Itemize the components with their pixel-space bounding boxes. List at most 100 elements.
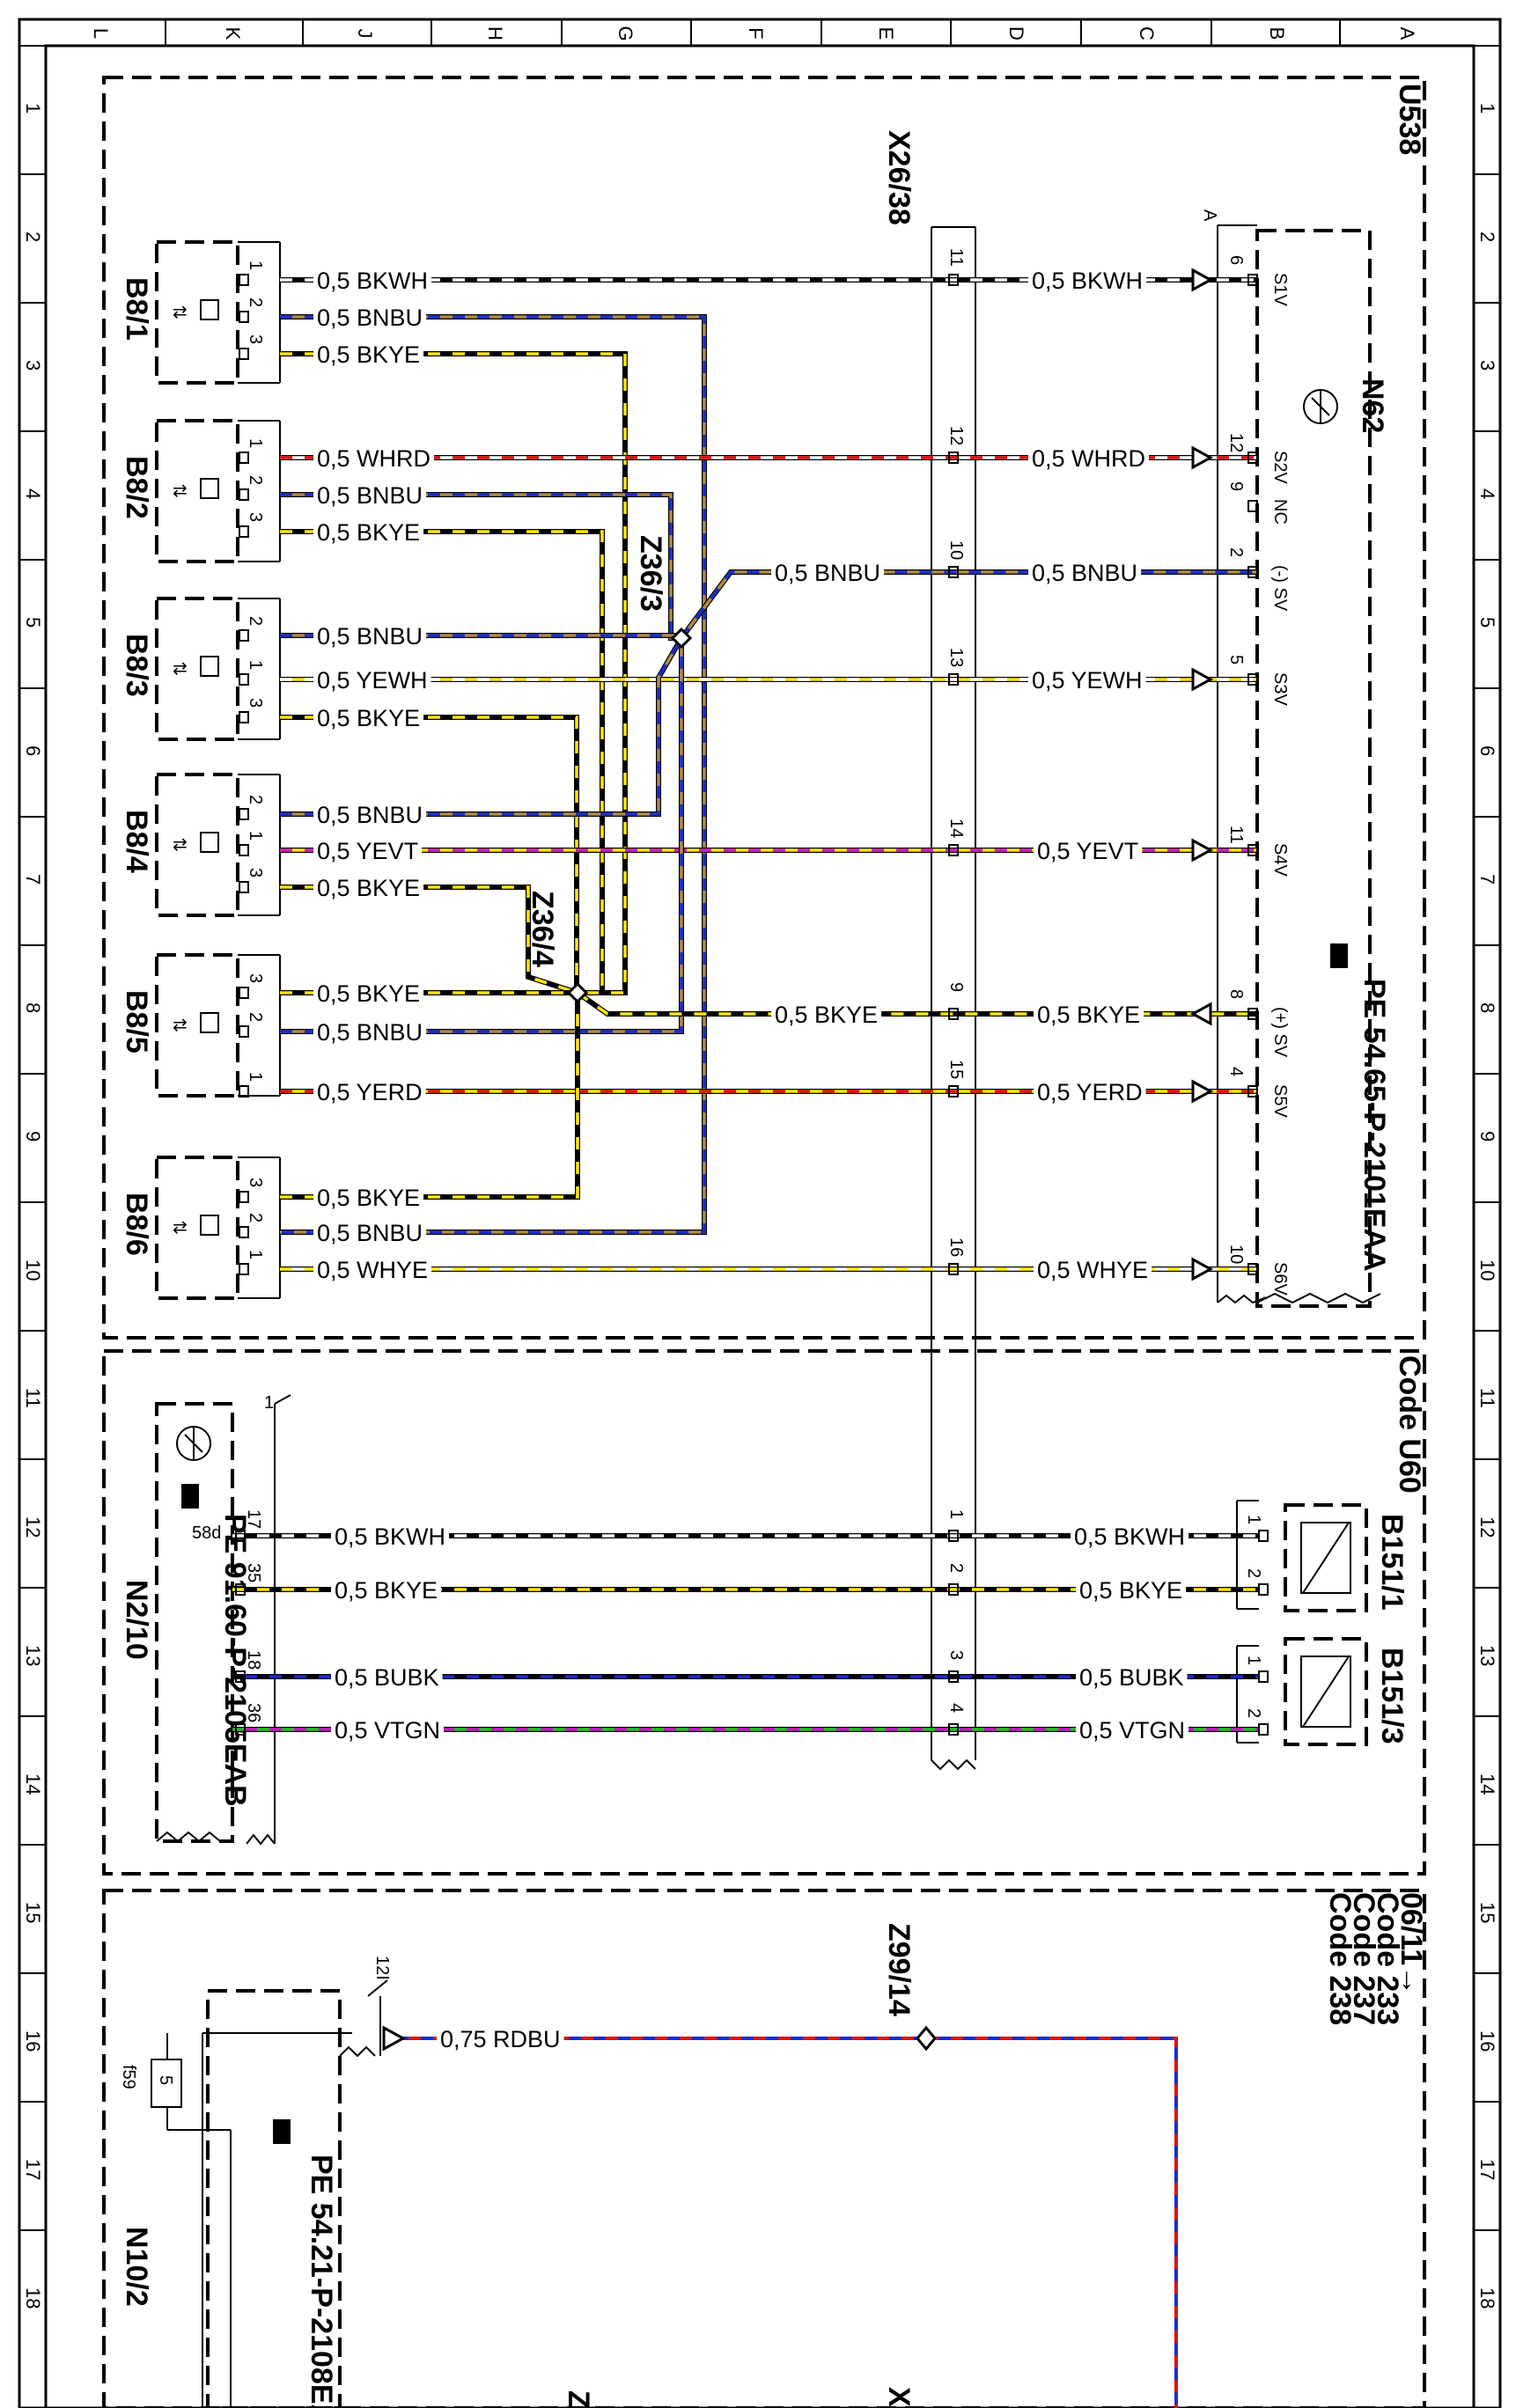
outer-frame xyxy=(18,18,1502,2408)
wire-label: 0,5 BKYE xyxy=(317,875,420,901)
reference-hand-icon xyxy=(181,1484,199,1509)
wire-label: 0,5 BKWH xyxy=(335,1523,445,1550)
row-number: 6 xyxy=(1476,745,1498,756)
wire-label-bg xyxy=(313,306,427,331)
col-letter: K xyxy=(222,27,244,40)
pin-number: 2 xyxy=(246,1213,265,1222)
col-letter: C xyxy=(1136,26,1158,40)
pin-socket xyxy=(1247,673,1258,686)
section-code-237: Code 237 xyxy=(1347,1892,1380,2025)
n2-10-module: 1 PE 91.60-P-2105EAB N2/10 58d xyxy=(120,1393,291,1846)
x26-pin-number: 10 xyxy=(946,540,966,560)
wire-label: 0,5 BKYE xyxy=(1079,1577,1182,1604)
wire-label-bg xyxy=(1028,562,1142,586)
sensor-label: B8/3 xyxy=(120,634,153,697)
b151-3-sensor: B151/3 xyxy=(1236,1637,1409,1746)
pin-socket xyxy=(948,1670,959,1683)
section-title-u538: U538 xyxy=(1393,84,1426,155)
wire-label: 0,5 BKYE xyxy=(317,519,420,546)
pin-socket xyxy=(948,274,959,286)
sensor-label: B8/1 xyxy=(120,277,153,341)
row-number: 18 xyxy=(22,2287,44,2309)
wire-label: 0,5 BKYE xyxy=(317,1185,420,1211)
n62-ref: PE 54.65-P-2101EAA xyxy=(1358,979,1391,1272)
wire-rdbu-base xyxy=(396,2037,1178,2408)
arrow-icon xyxy=(1191,268,1214,292)
wire-label-bg xyxy=(313,521,424,546)
x2-label: X2 xyxy=(882,2387,916,2408)
pin-number: 3 xyxy=(246,512,265,522)
wire-label-bg xyxy=(313,840,423,864)
b151-3-label: B151/3 xyxy=(1375,1648,1409,1744)
section-title-u60: Code U60 xyxy=(1393,1355,1426,1494)
transistor-icon xyxy=(1303,389,1338,424)
pin-number: 3 xyxy=(246,1178,265,1187)
wire-label-bg xyxy=(1028,669,1146,694)
row-number: 11 xyxy=(1476,1388,1498,1408)
n2-10-pin-number: 36 xyxy=(244,1703,263,1722)
wire-label: 0,5 BKYE xyxy=(775,1002,878,1028)
sensor-arrows-icon: ⇄ xyxy=(173,481,188,501)
row-number: 1 xyxy=(22,103,44,114)
wire-label: 0,5 WHRD xyxy=(1032,445,1145,472)
z99-splice xyxy=(916,2025,937,2052)
pin-socket xyxy=(239,525,249,538)
wire-label-bg xyxy=(313,804,427,828)
pin-socket xyxy=(1247,452,1258,464)
pin-socket xyxy=(239,881,249,893)
sensor-box xyxy=(155,597,239,741)
n62-module: A N62 PE 54.65-P-2101EAA xyxy=(1200,209,1391,1308)
section-code-233: Code 233 xyxy=(1371,1892,1404,2025)
pin-number: 1 xyxy=(246,660,265,670)
b151-1-sensor: B151/1 xyxy=(1236,1500,1409,1612)
n62-pin-number: 10 xyxy=(1226,1244,1246,1264)
z36-4-splice xyxy=(566,981,589,1004)
col-letter: E xyxy=(875,27,897,40)
wire-outline xyxy=(679,569,1257,640)
pin-socket xyxy=(235,1583,246,1596)
pin-number: 1 xyxy=(246,261,265,270)
z99-label: Z99/14 xyxy=(882,1923,916,2016)
row-number: 4 xyxy=(22,488,44,499)
sensor-icon xyxy=(200,299,219,320)
pin-number: 2 xyxy=(246,795,265,804)
row-number: 2 xyxy=(22,231,44,242)
sensor-label: B8/6 xyxy=(120,1193,153,1256)
sensor-icon xyxy=(200,656,219,677)
wire-label-bg xyxy=(313,982,424,1007)
wire-label-bg xyxy=(331,1579,442,1604)
n2-10-pin-number: 18 xyxy=(244,1650,263,1670)
col-letter: B xyxy=(1266,27,1288,40)
wire-label-bg xyxy=(771,562,885,586)
n62-connector: A xyxy=(1200,209,1219,222)
n62-pin-name: S3V xyxy=(1270,672,1290,706)
col-letter: L xyxy=(90,28,112,39)
row-number: 7 xyxy=(22,874,44,885)
n10-2-box xyxy=(206,1989,342,2408)
n62-pin-number: 12 xyxy=(1226,433,1246,452)
pin-socket xyxy=(239,274,249,286)
pin-socket xyxy=(239,452,249,464)
wire-label-bg xyxy=(1028,269,1147,294)
row-number: 4 xyxy=(1476,488,1498,499)
z-label: Z xyxy=(562,2390,595,2408)
wire-label-bg xyxy=(313,877,424,901)
wire-label-bg xyxy=(313,1222,427,1246)
row-number: 9 xyxy=(1476,1131,1498,1142)
sensor-arrows-icon: ⇄ xyxy=(173,303,188,322)
wire-label-bg xyxy=(1034,840,1143,864)
row-number: 5 xyxy=(1476,617,1498,628)
pin-socket xyxy=(1258,1530,1269,1542)
n62-box xyxy=(1255,229,1372,1308)
row-number: 12 xyxy=(22,1516,44,1538)
arrow-icon xyxy=(1191,838,1214,863)
wire-label-bg xyxy=(1076,1666,1188,1691)
wire-label: 0,5 BKYE xyxy=(317,341,420,368)
n62-pin-number: 2 xyxy=(1226,547,1246,557)
wire-label-bg xyxy=(313,1081,426,1105)
sensors: ⇄B8/1123⇄B8/2123⇄B8/3213⇄B8/4213⇄B8/5321… xyxy=(120,240,281,1300)
wire-label: 0,5 BNBU xyxy=(1032,560,1137,586)
wire-base xyxy=(680,570,1257,640)
